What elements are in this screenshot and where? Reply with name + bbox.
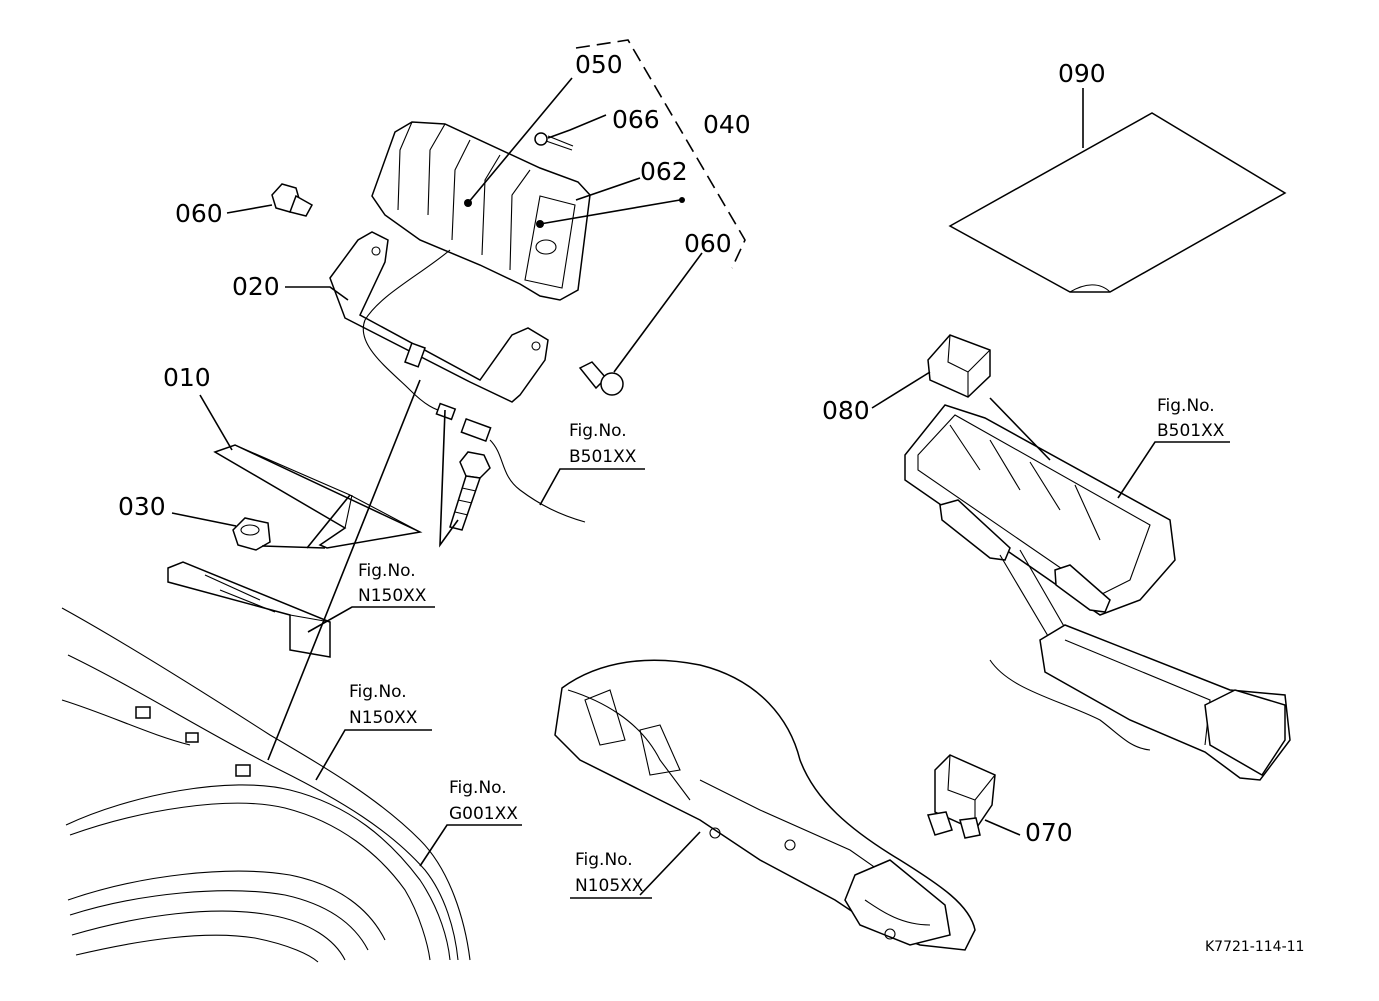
fig-ref-label: Fig.No. <box>449 778 507 798</box>
callout-066: 066 <box>612 105 660 134</box>
callout-010: 010 <box>163 363 211 392</box>
leader-lines-right <box>570 441 1230 899</box>
drawing-code: K7721-114-11 <box>1205 939 1304 955</box>
fender-body-drawing <box>61 607 471 963</box>
switch-housing <box>904 404 1291 781</box>
screw-066 <box>534 132 574 151</box>
callout-060-lower: 060 <box>684 229 732 258</box>
fig-ref-label: Fig.No. <box>358 561 416 581</box>
fig-ref-number: N150XX <box>349 708 418 728</box>
callout-080: 080 <box>822 396 870 425</box>
fig-ref-label: Fig.No. <box>569 421 627 441</box>
fig-ref-number: N105XX <box>575 876 644 896</box>
lamp-bracket-020 <box>329 231 549 403</box>
fig-ref-label: Fig.No. <box>1157 396 1215 416</box>
fig-ref-label: Fig.No. <box>349 682 407 702</box>
fig-ref-number: B501XX <box>569 447 637 467</box>
callout-090: 090 <box>1058 59 1106 88</box>
callout-020: 020 <box>232 272 280 301</box>
bolt-060-upper <box>271 183 314 217</box>
callout-062: 062 <box>640 157 688 186</box>
callout-070: 070 <box>1025 818 1073 847</box>
nut-030 <box>232 517 271 551</box>
switch-070 <box>926 754 996 839</box>
assembly-040-bracket <box>575 39 746 269</box>
bolt-060-lower <box>578 361 624 396</box>
leader-lines-left <box>171 77 703 867</box>
switch-080 <box>871 334 1051 461</box>
callout-030: 030 <box>118 492 166 521</box>
bracket-block <box>167 561 331 658</box>
fig-ref-number: B501XX <box>1157 421 1225 441</box>
fig-ref-label: Fig.No. <box>575 850 633 870</box>
lamp-harness <box>362 249 586 523</box>
fig-ref-number: N150XX <box>358 586 427 606</box>
sticker-090 <box>948 88 1287 293</box>
console-housing <box>554 659 976 951</box>
callout-050: 050 <box>575 50 623 79</box>
fig-ref-number: G001XX <box>449 804 518 824</box>
callout-060-upper: 060 <box>175 199 223 228</box>
work-lamp-050 <box>371 121 591 301</box>
callout-040: 040 <box>703 110 751 139</box>
bolt <box>449 451 491 531</box>
